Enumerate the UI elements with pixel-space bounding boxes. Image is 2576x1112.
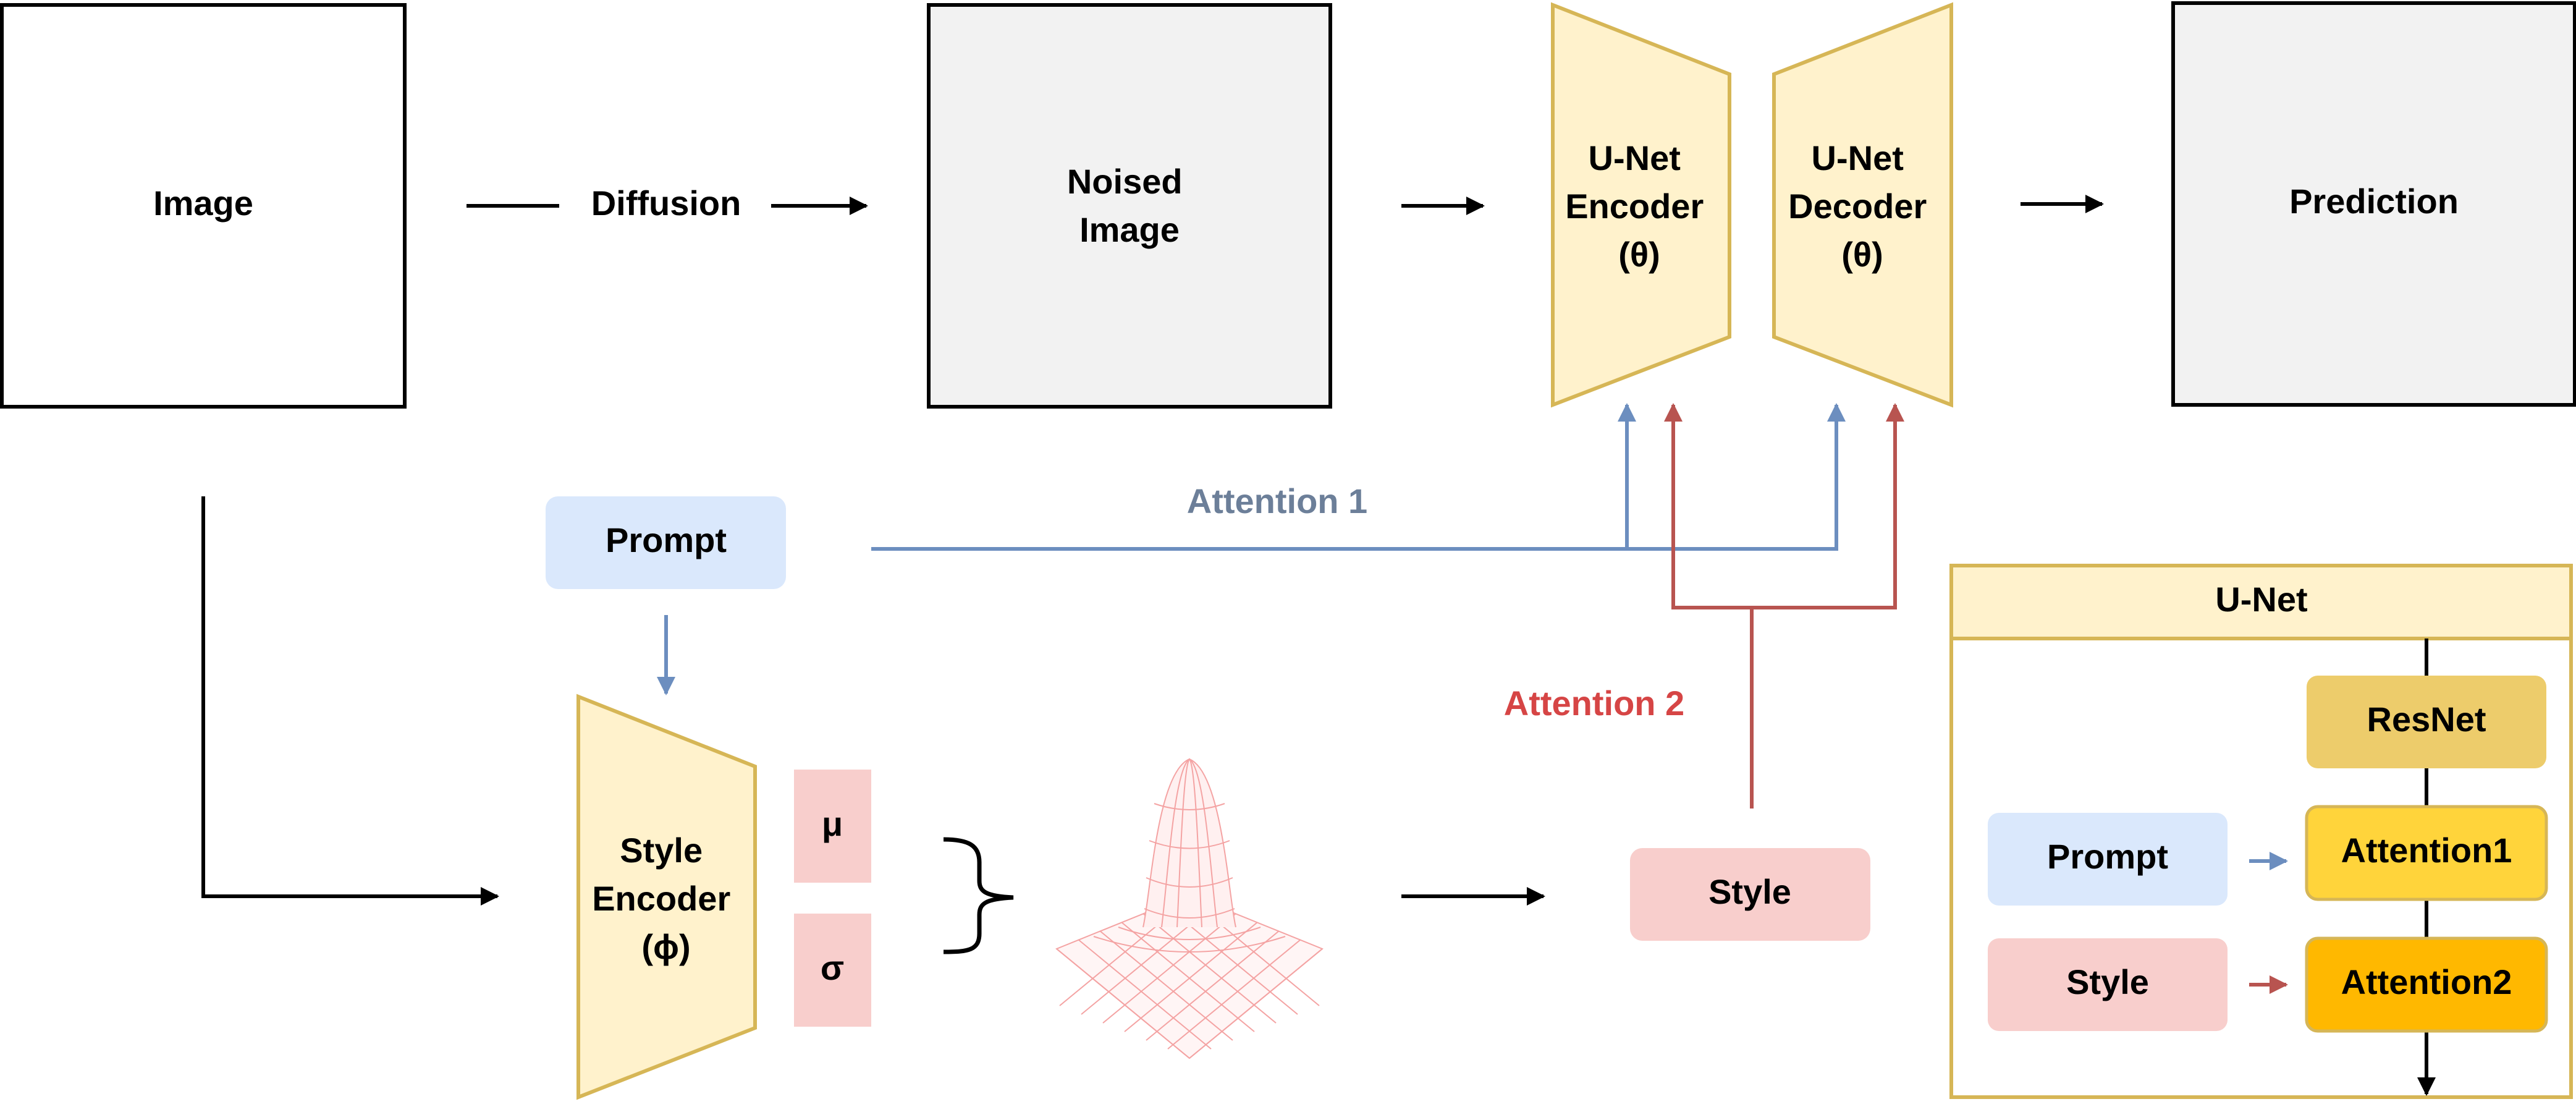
style-label: Style — [1708, 872, 1791, 911]
curly-brace-icon — [943, 837, 1014, 954]
prediction-box — [2171, 1, 2576, 407]
legend-resnet-block — [2307, 676, 2546, 768]
noised-image-label-line2: Image — [1079, 210, 1180, 249]
sigma-label: σ — [821, 948, 844, 987]
unet-decoder-shape — [1772, 2, 1953, 408]
prompt-label: Prompt — [606, 520, 727, 559]
unet-decoder-label-line2: Decoder — [1788, 187, 1927, 226]
attention2-decoder-arrow — [1752, 403, 1904, 609]
legend-attention2-label: Attention2 — [2341, 962, 2512, 1001]
attention2-line — [1664, 403, 1754, 809]
attention1-line — [871, 403, 1846, 551]
prediction-label: Prediction — [2289, 182, 2459, 221]
style-encoder-label: Style Encoder (ϕ) — [592, 831, 740, 966]
legend-attention1-label: Attention1 — [2341, 831, 2512, 870]
sigma-box — [794, 914, 871, 1027]
legend-attention1-block — [2305, 805, 2548, 901]
noised-image-label: Noised Image — [1067, 162, 1192, 249]
image-to-style-encoder-arrow — [201, 496, 499, 906]
unet-decoder-label: U-Net Decoder (θ) — [1788, 138, 1936, 274]
prompt-box — [546, 496, 786, 589]
legend-prompt-block — [1988, 813, 2228, 906]
style-encoder-label-line2: Encoder — [592, 879, 730, 918]
noised-image-box — [927, 3, 1332, 409]
image-box — [0, 3, 407, 409]
legend-resnet-label: ResNet — [2367, 700, 2486, 739]
unet-encoder-label-line3: (θ) — [1618, 235, 1660, 274]
mu-label: μ — [822, 804, 843, 843]
style-encoder-shape — [576, 694, 757, 1100]
style-encoder-label-line1: Style — [620, 831, 703, 870]
unet-encoder-label: U-Net Encoder (θ) — [1565, 138, 1713, 274]
unet-encoder-shape — [1551, 2, 1731, 408]
style-box — [1630, 848, 1870, 941]
unet-encoder-label-line1: U-Net — [1589, 138, 1681, 177]
mu-box — [794, 770, 871, 883]
legend-style-label: Style — [2066, 962, 2149, 1001]
attention2-label: Attention 2 — [1504, 684, 1684, 723]
legend-style-block — [1988, 938, 2228, 1031]
noised-image-label-line1: Noised — [1067, 162, 1183, 201]
unet-legend-panel: U-Net ResNet Attention1 Attention2 Promp… — [1949, 564, 2573, 1099]
diffusion-label: Diffusion — [591, 184, 741, 223]
style-encoder-label-line3: (ϕ) — [641, 927, 690, 966]
unet-decoder-label-line3: (θ) — [1841, 235, 1883, 274]
legend-prompt-label: Prompt — [2047, 837, 2168, 876]
image-label: Image — [153, 184, 253, 223]
gaussian-surface-icon — [1055, 758, 1324, 1059]
unet-legend-title: U-Net — [2215, 580, 2307, 619]
unet-legend-header — [1949, 564, 2573, 640]
attention1-label: Attention 1 — [1187, 482, 1367, 520]
unet-encoder-label-line2: Encoder — [1565, 187, 1704, 226]
legend-attention2-block — [2305, 936, 2548, 1033]
unet-decoder-label-line1: U-Net — [1812, 138, 1904, 177]
